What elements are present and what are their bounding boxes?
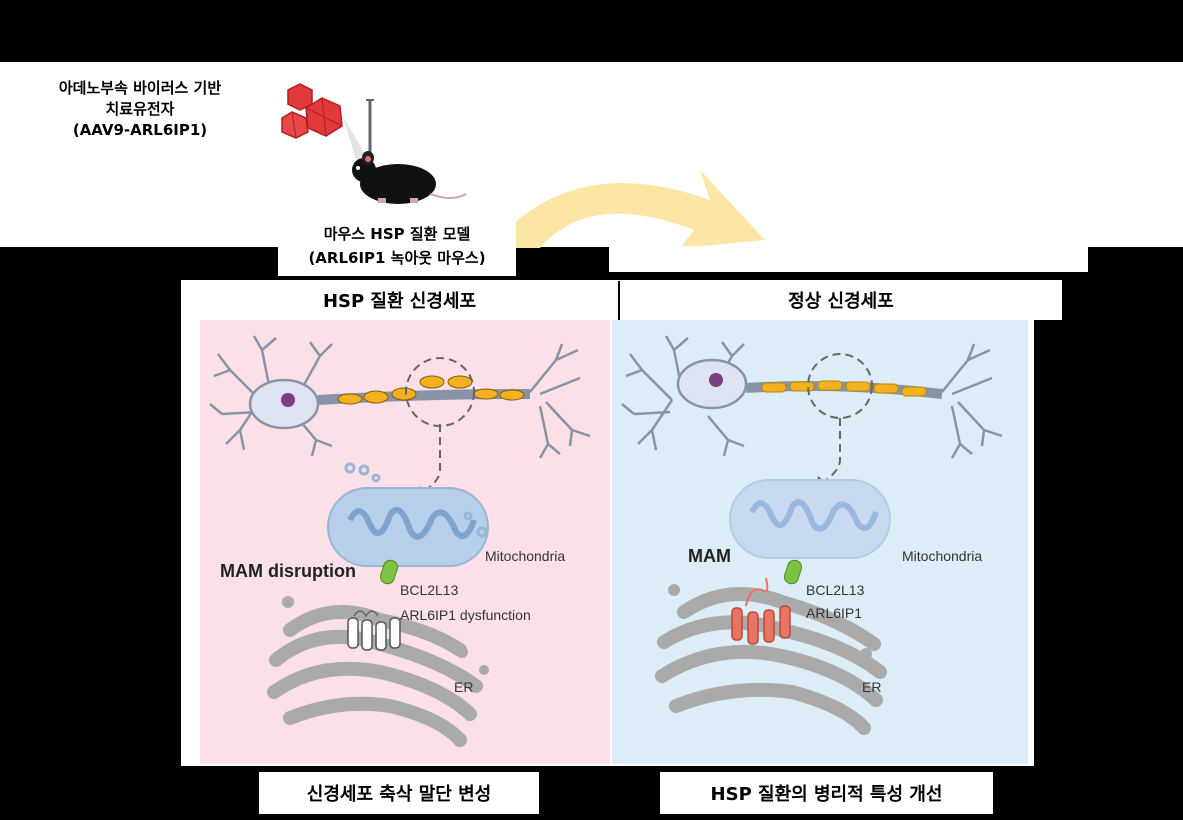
er-vesicles (668, 584, 872, 660)
right-panel-header: 정상 신경세포 (788, 291, 894, 312)
aav-virus-icon (281, 83, 343, 139)
virus-mouse-illustration (281, 83, 467, 204)
blank-label-box (609, 246, 1088, 272)
gene-therapy-label-line2: 치료유전자 (105, 100, 175, 118)
zoom-arrow (425, 424, 441, 491)
neuron-healthy (621, 335, 1003, 459)
left-diagram: MAM disruption Mitochondria BCL2L13 ARL6… (209, 335, 591, 747)
cristae (749, 499, 879, 532)
mouse-icon (352, 151, 467, 204)
axon-segments-swollen (337, 375, 525, 405)
er-vesicles (282, 596, 489, 675)
arl6ip1-healthy (731, 605, 791, 645)
er-label: ER (862, 679, 881, 695)
treatment-arrow (490, 170, 765, 248)
mitochondria-label: Mitochondria (485, 548, 565, 564)
left-panel-header: HSP 질환 신경세포 (322, 291, 477, 312)
nucleus (709, 373, 723, 387)
zoom-arrow (825, 418, 841, 481)
header-divider (618, 281, 620, 321)
gene-therapy-label-line3: (AAV9-ARL6IP1) (72, 121, 208, 139)
er-stack (267, 605, 483, 747)
er-label: ER (454, 679, 473, 695)
arl6ip1-dysfunction-label: ARL6IP1 dysfunction (400, 607, 531, 623)
arl6ip1-loop (353, 610, 379, 618)
mito-fragments (344, 462, 488, 538)
neuron-diseased (209, 335, 591, 459)
mouse-model-label-line2: (ARL6IP1 녹아웃 마우스) (308, 249, 486, 267)
arl6ip1-dysfunctional (347, 617, 401, 651)
zoom-circle (807, 353, 873, 419)
mitochondria-label: Mitochondria (902, 548, 982, 564)
arl6ip1-label: ARL6IP1 (806, 605, 862, 621)
gene-therapy-label: 아데노부속 바이러스 기반 치료유전자 (AAV9-ARL6IP1) (20, 78, 260, 141)
mam-disruption-label: MAM disruption (220, 561, 356, 581)
bcl2l13-protein (783, 559, 803, 585)
bcl2l13-label: BCL2L13 (400, 582, 459, 598)
cristae (347, 507, 477, 540)
left-footer-label: 신경세포 축삭 말단 변성 (259, 772, 539, 814)
injection-beam (342, 114, 368, 166)
mouse-model-label-line1: 마우스 HSP 질환 모델 (323, 225, 471, 243)
arl6ip1-tail (745, 577, 769, 607)
nucleus (281, 393, 295, 407)
right-diagram: MAM Mitochondria BCL2L13 ARL6IP1 ER (621, 335, 1003, 735)
right-footer-label: HSP 질환의 병리적 특성 개선 (660, 772, 993, 814)
mouse-model-label: 마우스 HSP 질환 모델 (ARL6IP1 녹아웃 마우스) (278, 218, 516, 276)
right-header-box (620, 280, 1062, 320)
mam-label: MAM (688, 546, 731, 566)
bcl2l13-protein (379, 559, 399, 585)
gene-therapy-label-line1: 아데노부속 바이러스 기반 (58, 79, 222, 97)
bcl2l13-label: BCL2L13 (806, 582, 865, 598)
axon-segments-healthy (761, 380, 927, 397)
